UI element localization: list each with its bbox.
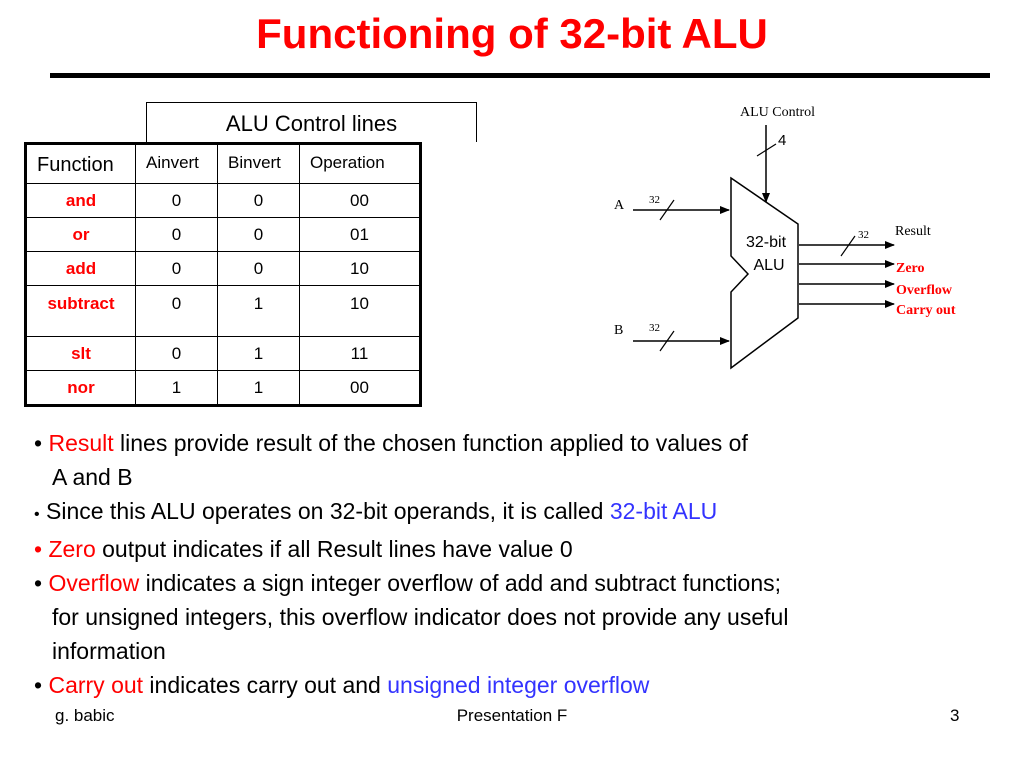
cell-ainvert: 0 (135, 183, 218, 218)
bullet-carry-out-highlight-2: unsigned integer overflow (387, 672, 650, 698)
cell-operation: 11 (299, 336, 421, 371)
cell-operation: 01 (299, 217, 421, 252)
cell-binvert: 1 (217, 285, 300, 337)
header-function: Function (25, 143, 136, 184)
cell-ainvert: 0 (135, 285, 218, 337)
bullet-carry-out-text: indicates carry out and (143, 672, 388, 698)
cell-operation: 10 (299, 251, 421, 286)
cell-ainvert: 0 (135, 336, 218, 371)
bullet-zero-highlight: Zero (48, 536, 96, 562)
result-width-label: 32 (858, 229, 869, 241)
bullet-32bit-text: Since this ALU operates on 32-bit operan… (46, 498, 610, 524)
input-b-bus-slash (659, 330, 675, 352)
alu-shape (730, 176, 799, 370)
bullet-32bit-highlight: 32-bit ALU (609, 498, 718, 524)
cell-ainvert: 0 (135, 217, 218, 252)
cell-function: add (25, 251, 136, 286)
bullet-carry-out-highlight: Carry out (48, 672, 144, 698)
overflow-label: Overflow (896, 283, 953, 298)
bullet-carry-out: • Carry out indicates carry out and unsi… (34, 672, 650, 698)
cell-function: subtract (25, 285, 136, 337)
cell-ainvert: 1 (135, 370, 218, 406)
bullet-overflow-continuation-2: information (52, 638, 166, 664)
cell-binvert: 0 (217, 217, 300, 252)
bullet-zero-text: output indicates if all Result lines hav… (95, 536, 573, 562)
cell-operation: 00 (299, 370, 421, 406)
bullet-result-highlight: Result (48, 430, 114, 456)
bullet-32bit: • Since this ALU operates on 32-bit oper… (34, 498, 718, 524)
footer-presentation: Presentation F (456, 706, 568, 725)
bullet-overflow-text: indicates a sign integer overflow of add… (139, 570, 782, 596)
table-row: and 0 0 00 (25, 183, 421, 218)
table-caption: ALU Control lines (146, 102, 477, 142)
footer-author: g. babic (55, 706, 115, 725)
bullet-result-continuation: A and B (52, 464, 133, 490)
table-header-row: Function Ainvert Binvert Operation (25, 143, 421, 184)
alu-block-diagram: 32-bit ALU ALU Control 4 A 32 B 32 32 Re… (614, 105, 956, 370)
cell-operation: 10 (299, 285, 421, 337)
input-a-bus-slash (659, 199, 675, 221)
bullet-overflow-highlight: Overflow (48, 570, 140, 596)
cell-binvert: 0 (217, 251, 300, 286)
result-bus-slash (840, 235, 856, 257)
input-b-width: 32 (649, 322, 660, 334)
alu-label-line2: ALU (753, 257, 784, 274)
bullet-result-text: lines provide result of the chosen funct… (113, 430, 748, 456)
result-label: Result (895, 224, 931, 239)
input-a-width: 32 (649, 194, 660, 206)
cell-binvert: 1 (217, 336, 300, 371)
cell-function: nor (25, 370, 136, 406)
input-a-label: A (614, 198, 625, 213)
bullet-list: • Result lines provide result of the cho… (34, 426, 788, 702)
cell-ainvert: 0 (135, 251, 218, 286)
cell-binvert: 0 (217, 183, 300, 218)
footer-page-number: 3 (950, 706, 960, 725)
bullet-overflow-continuation-1: for unsigned integers, this overflow ind… (52, 604, 789, 630)
carry-out-label: Carry out (896, 303, 956, 318)
table-row: or 0 0 01 (25, 217, 421, 252)
zero-label: Zero (896, 261, 925, 276)
table-row: nor 1 1 00 (25, 370, 421, 406)
title-divider (50, 73, 990, 78)
control-bus-slash (756, 143, 777, 157)
header-operation: Operation (299, 143, 421, 184)
slide-title: Functioning of 32-bit ALU (256, 10, 768, 57)
input-b-label: B (614, 323, 623, 338)
cell-operation: 00 (299, 183, 421, 218)
control-width-label: 4 (778, 132, 786, 149)
table-row: subtract 0 1 10 (25, 285, 421, 337)
alu-label-line1: 32-bit (746, 234, 787, 251)
header-binvert: Binvert (217, 143, 300, 184)
alu-control-label: ALU Control (740, 105, 815, 120)
cell-function: or (25, 217, 136, 252)
bullet-overflow: • Overflow indicates a sign integer over… (34, 570, 782, 596)
bullet-zero: • Zero output indicates if all Result li… (34, 536, 573, 562)
table-row: add 0 0 10 (25, 251, 421, 286)
cell-function: slt (25, 336, 136, 371)
bullet-result: • Result lines provide result of the cho… (34, 430, 748, 456)
alu-control-table: Function Ainvert Binvert Operation and 0… (24, 142, 422, 407)
table-row: slt 0 1 11 (25, 336, 421, 371)
header-ainvert: Ainvert (135, 143, 218, 184)
cell-binvert: 1 (217, 370, 300, 406)
cell-function: and (25, 183, 136, 218)
